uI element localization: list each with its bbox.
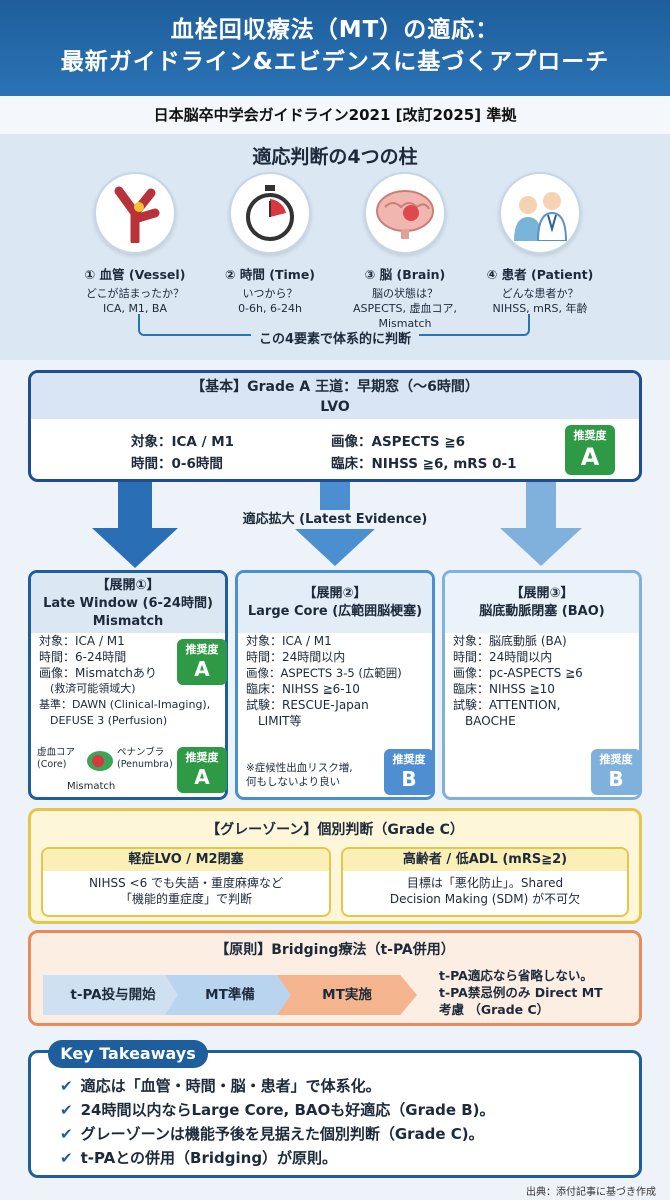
bridging-title: 【原則】Bridging療法（t-PA併用） xyxy=(215,942,455,958)
grade-a-clinical: 臨床：NIHSS ≧6, mRS 0-1 xyxy=(331,456,517,472)
card-title: 【展開②】 Large Core (広範囲脳梗塞) xyxy=(238,573,432,633)
expansion-label: 適応拡大 (Latest Evidence) xyxy=(0,508,670,529)
takeaways-label: Key Takeaways xyxy=(48,1040,208,1068)
pillar-detail: ASPECTS, 虚血コア, Mismatch xyxy=(353,302,457,330)
card-large-core: 【展開②】 Large Core (広範囲脳梗塞) 対象：ICA / M1 時間… xyxy=(235,570,435,800)
takeaways-list: ✔適応は「血管・時間・脳・患者」で体系化。 ✔24時間以内ならLarge Cor… xyxy=(60,1074,495,1170)
page-title: 血栓回収療法（MT）の適応： xyxy=(170,17,500,43)
card-rows: 対象：脳底動脈 (BA) 時間：24時間以内 画像：pc-ASPECTS ≧6 … xyxy=(453,634,583,728)
mismatch-label: Mismatch xyxy=(67,781,116,792)
recommendation-badge: 推奨度 B xyxy=(591,749,641,795)
brain-icon xyxy=(364,172,446,254)
bridging-step: t-PA投与開始 xyxy=(43,975,183,1015)
pillar-question: どこが詰まったか？ xyxy=(85,287,185,300)
list-item: ✔t-PAとの併用（Bridging）が原則。 xyxy=(60,1149,338,1167)
pillar-detail: 0-6h, 6-24h xyxy=(238,302,302,315)
list-item: ✔24時間以内ならLarge Core, BAOも好適応（Grade B)。 xyxy=(60,1101,495,1119)
header-banner: 血栓回収療法（MT）の適応： 最新ガイドライン&エビデンスに基づくアプローチ xyxy=(0,0,670,96)
list-item: ✔適応は「血管・時間・脳・患者」で体系化。 xyxy=(60,1077,381,1095)
card-title: 【展開③】 脳底動脈閉塞 (BAO) xyxy=(445,573,639,633)
check-icon: ✔ xyxy=(60,1077,73,1095)
card-rows: 対象：ICA / M1 時間：6-24時間 画像：Mismatchあり (救済可… xyxy=(39,634,211,727)
grey-zone-box: 【グレーゾーン】個別判断（Grade C） 軽症LVO / M2閉塞 NIHSS… xyxy=(28,808,642,924)
pillar-name: ② 時間 (Time) xyxy=(224,267,316,282)
bridging-step: MT準備 xyxy=(165,975,295,1015)
recommendation-badge: 推奨度 B xyxy=(384,749,434,795)
takeaways-box xyxy=(28,1050,642,1178)
grade-a-imaging: 画像：ASPECTS ≧6 xyxy=(331,434,466,450)
grey-zone-title: 【グレーゾーン】個別判断（Grade C） xyxy=(206,822,464,838)
pillar-detail: NIHSS, mRS, 年齢 xyxy=(492,302,588,315)
pillar-patient: ④ 患者 (Patient) どんな患者か？ NIHSS, mRS, 年齢 xyxy=(465,172,615,316)
card-note: ※症候性出血リスク増, 何もしないより良い xyxy=(246,762,353,788)
pillar-question: いつから？ xyxy=(242,287,298,300)
pillar-time: ② 時間 (Time) いつから？ 0-6h, 6-24h xyxy=(195,172,345,316)
check-icon: ✔ xyxy=(60,1149,73,1167)
bridging-note: t-PA適応なら省略しない。 t-PA禁忌例のみ Direct MT 考慮 （G… xyxy=(439,968,603,1017)
check-icon: ✔ xyxy=(60,1125,73,1143)
pillar-vessel: ① 血管 (Vessel) どこが詰まったか？ ICA, M1, BA xyxy=(60,172,210,316)
grade-a-subtitle: LVO xyxy=(320,399,350,415)
vessel-icon xyxy=(94,172,176,254)
stopwatch-icon xyxy=(229,172,311,254)
grade-a-target: 対象：ICA / M1 xyxy=(131,434,235,450)
list-item: ✔グレーゾーンは機能予後を見据えた個別判断（Grade C)。 xyxy=(60,1125,484,1143)
pillar-question: 脳の状態は？ xyxy=(372,287,438,300)
page-subtitle: 最新ガイドライン&エビデンスに基づくアプローチ xyxy=(60,49,610,75)
recommendation-badge: 推奨度 A xyxy=(177,747,227,793)
penumbra-label: ペナンブラ (Penumbra) xyxy=(117,747,173,770)
pillars-title: 適応判断の4つの柱 xyxy=(252,146,418,168)
mismatch-diagram-icon xyxy=(87,751,113,771)
card-bao: 【展開③】 脳底動脈閉塞 (BAO) 対象：脳底動脈 (BA) 時間：24時間以… xyxy=(442,570,642,800)
grade-a-header: 【基本】Grade A 王道：早期窓（〜6時間） LVO xyxy=(31,373,639,419)
check-icon: ✔ xyxy=(60,1101,73,1119)
pillars-section: 適応判断の4つの柱 ① 血管 (Vessel) どこが詰まったか？ ICA, M… xyxy=(0,134,670,360)
source-note: 出典：添付記事に基づき作成 xyxy=(526,1187,656,1198)
pillar-detail: ICA, M1, BA xyxy=(103,302,167,315)
guideline-reference: 日本脳卒中学会ガイドライン2021 [改訂2025] 準拠 xyxy=(0,96,670,134)
grade-a-box: 【基本】Grade A 王道：早期窓（〜6時間） LVO 対象：ICA / M1… xyxy=(28,370,642,482)
card-late-window: 【展開①】 Late Window (6-24時間) Mismatch 対象：I… xyxy=(28,570,228,800)
pillars-note: この4要素で体系的に判断 xyxy=(0,328,670,347)
card-title: 【展開①】 Late Window (6-24時間) Mismatch xyxy=(31,573,225,633)
pillar-brain: ③ 脳 (Brain) 脳の状態は？ ASPECTS, 虚血コア, Mismat… xyxy=(330,172,480,331)
grey-zone-mild-lvo: 軽症LVO / M2閉塞 NIHSS <6 でも失語・重度麻痺など 「機能的重症… xyxy=(41,847,331,917)
bridging-box: 【原則】Bridging療法（t-PA併用） t-PA投与開始 MT準備 MT実… xyxy=(28,930,642,1026)
grade-a-left-criteria: 対象：ICA / M1 時間：0-6時間 xyxy=(131,431,234,475)
pillar-question: どんな患者か？ xyxy=(501,287,579,300)
core-label: 虚血コア (Core) xyxy=(37,747,76,770)
pillar-name: ④ 患者 (Patient) xyxy=(486,267,594,282)
grade-a-time: 時間：0-6時間 xyxy=(131,456,223,472)
patient-icon xyxy=(499,172,581,254)
bridging-step: MT実施 xyxy=(277,975,417,1015)
arrow-down-icon xyxy=(92,482,178,568)
pillar-name: ③ 脳 (Brain) xyxy=(364,267,446,282)
pillar-name: ① 血管 (Vessel) xyxy=(84,267,186,282)
recommendation-badge: 推奨度 A xyxy=(177,639,227,685)
recommendation-badge: 推奨度 A xyxy=(565,425,615,475)
card-rows: 対象：ICA / M1 時間：24時間以内 画像：ASPECTS 3-5 (広範… xyxy=(246,634,402,728)
grade-a-title: 【基本】Grade A 王道：早期窓（〜6時間） xyxy=(191,379,479,395)
grey-zone-elderly: 高齢者 / 低ADL (mRS≧2) 目標は「悪化防止」。Shared Deci… xyxy=(341,847,629,917)
grade-a-right-criteria: 画像：ASPECTS ≧6 臨床：NIHSS ≧6, mRS 0-1 xyxy=(331,431,516,475)
arrow-down-icon xyxy=(500,482,582,566)
